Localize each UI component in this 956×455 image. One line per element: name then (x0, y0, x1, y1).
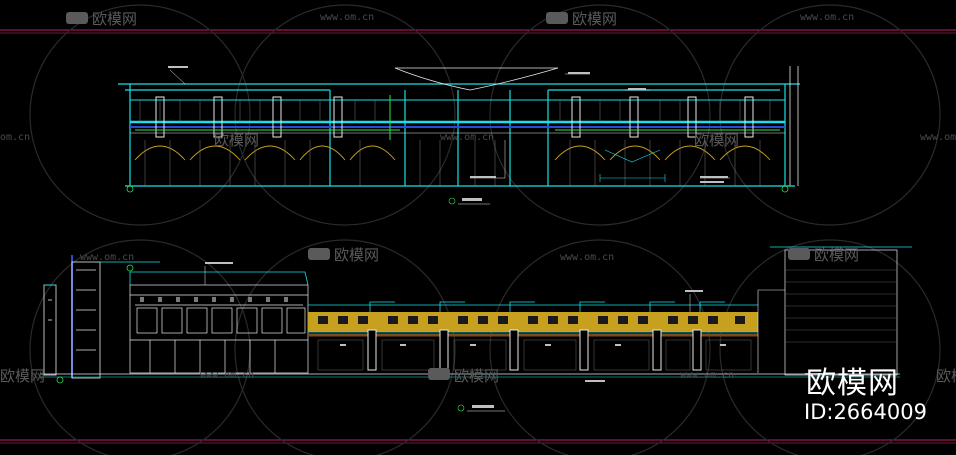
watermark-url: www.om.cn (800, 12, 854, 23)
watermark-brand: 欧模网 (694, 131, 739, 149)
watermark-brand: 欧模网 (936, 367, 956, 385)
watermark-logo-icon (66, 12, 810, 380)
watermark-brand: 欧模网 (0, 367, 45, 385)
watermark-brand: 欧模网 (454, 367, 499, 385)
watermark-url: www.om.cn (200, 370, 254, 381)
watermark-brand: 欧模网 (572, 10, 617, 28)
bottom-elevation (40, 246, 912, 412)
watermark-url-short: om.cn (0, 132, 30, 143)
watermark-url: www.om.cn (320, 12, 374, 23)
watermark-brand: 欧模网 (334, 246, 379, 264)
watermark-url: www.om.cn (80, 252, 134, 263)
bottom-elevation-title (457, 404, 505, 412)
watermark-url: www.om.cn (440, 132, 494, 143)
watermark-url: www.om.cn (680, 370, 734, 381)
top-elevation (118, 66, 800, 205)
watermark-circles (29, 4, 941, 455)
top-elevation-title (448, 197, 490, 205)
watermark-brand: 欧模网 (814, 246, 859, 264)
watermarks: 欧模网 欧模网 欧模网 欧模网 欧模网 欧模网 欧模网 欧模网 欧模网 www.… (0, 10, 956, 385)
watermark-url: www.om.cn (560, 252, 614, 263)
corner-brand-id: ID:2664009 (804, 400, 927, 424)
drawing-frame (0, 29, 956, 444)
corner-brand-name: 欧模网 (806, 366, 899, 401)
watermark-brand: 欧模网 (92, 10, 137, 28)
watermark-brand: 欧模网 (214, 131, 259, 149)
watermark-url: www.om.cn (920, 132, 956, 143)
